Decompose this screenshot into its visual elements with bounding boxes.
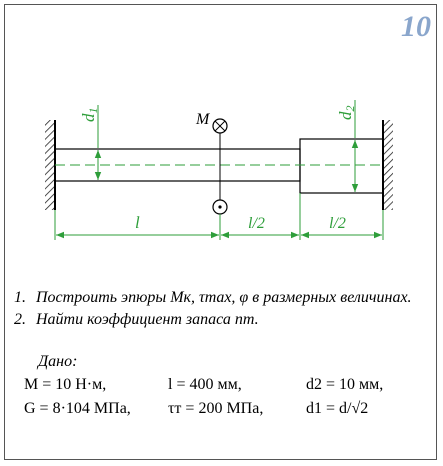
right-wall-hatch — [384, 120, 393, 210]
task-text: Построить эпюры Mк, τmax, φ в размерных … — [36, 289, 412, 306]
d1-label: d1 — [79, 108, 100, 123]
shaft-diagram: M d1 d2 l l/2 l/2 — [45, 100, 393, 240]
shaft-thick-section — [299, 138, 384, 194]
task-list: 1. Построить эпюры Mк, τmax, φ в размерн… — [14, 287, 430, 331]
given-l: l = 400 мм, — [168, 376, 242, 393]
given-tau: τт = 200 МПа, — [168, 400, 264, 417]
moment-label: M — [195, 111, 211, 128]
task-text: Найти коэффициент запаса nт. — [36, 311, 259, 328]
task-number: 1. — [14, 289, 26, 306]
given-title: Дано: — [38, 353, 78, 370]
given-d1: d1 = d/√2 — [306, 400, 369, 417]
task-item-1: 1. Построить эпюры Mк, τmax, φ в размерн… — [14, 287, 430, 309]
task-item-2: 2. Найти коэффициент запаса nт. — [14, 309, 430, 331]
given-d2: d2 = 10 мм, — [306, 376, 384, 393]
d2-label: d2 — [336, 106, 357, 121]
task-number: 2. — [14, 311, 26, 328]
dim-l2-second-label: l/2 — [329, 215, 346, 232]
task-number-badge: 10 — [401, 10, 431, 43]
dim-l-label: l — [135, 213, 140, 232]
given-G: G = 8·104 МПа, — [24, 400, 131, 417]
dim-l2-first-label: l/2 — [248, 215, 265, 232]
task-frame — [4, 4, 437, 460]
given-M: M = 10 Н·м, — [24, 376, 107, 393]
left-wall-hatch — [45, 120, 54, 210]
